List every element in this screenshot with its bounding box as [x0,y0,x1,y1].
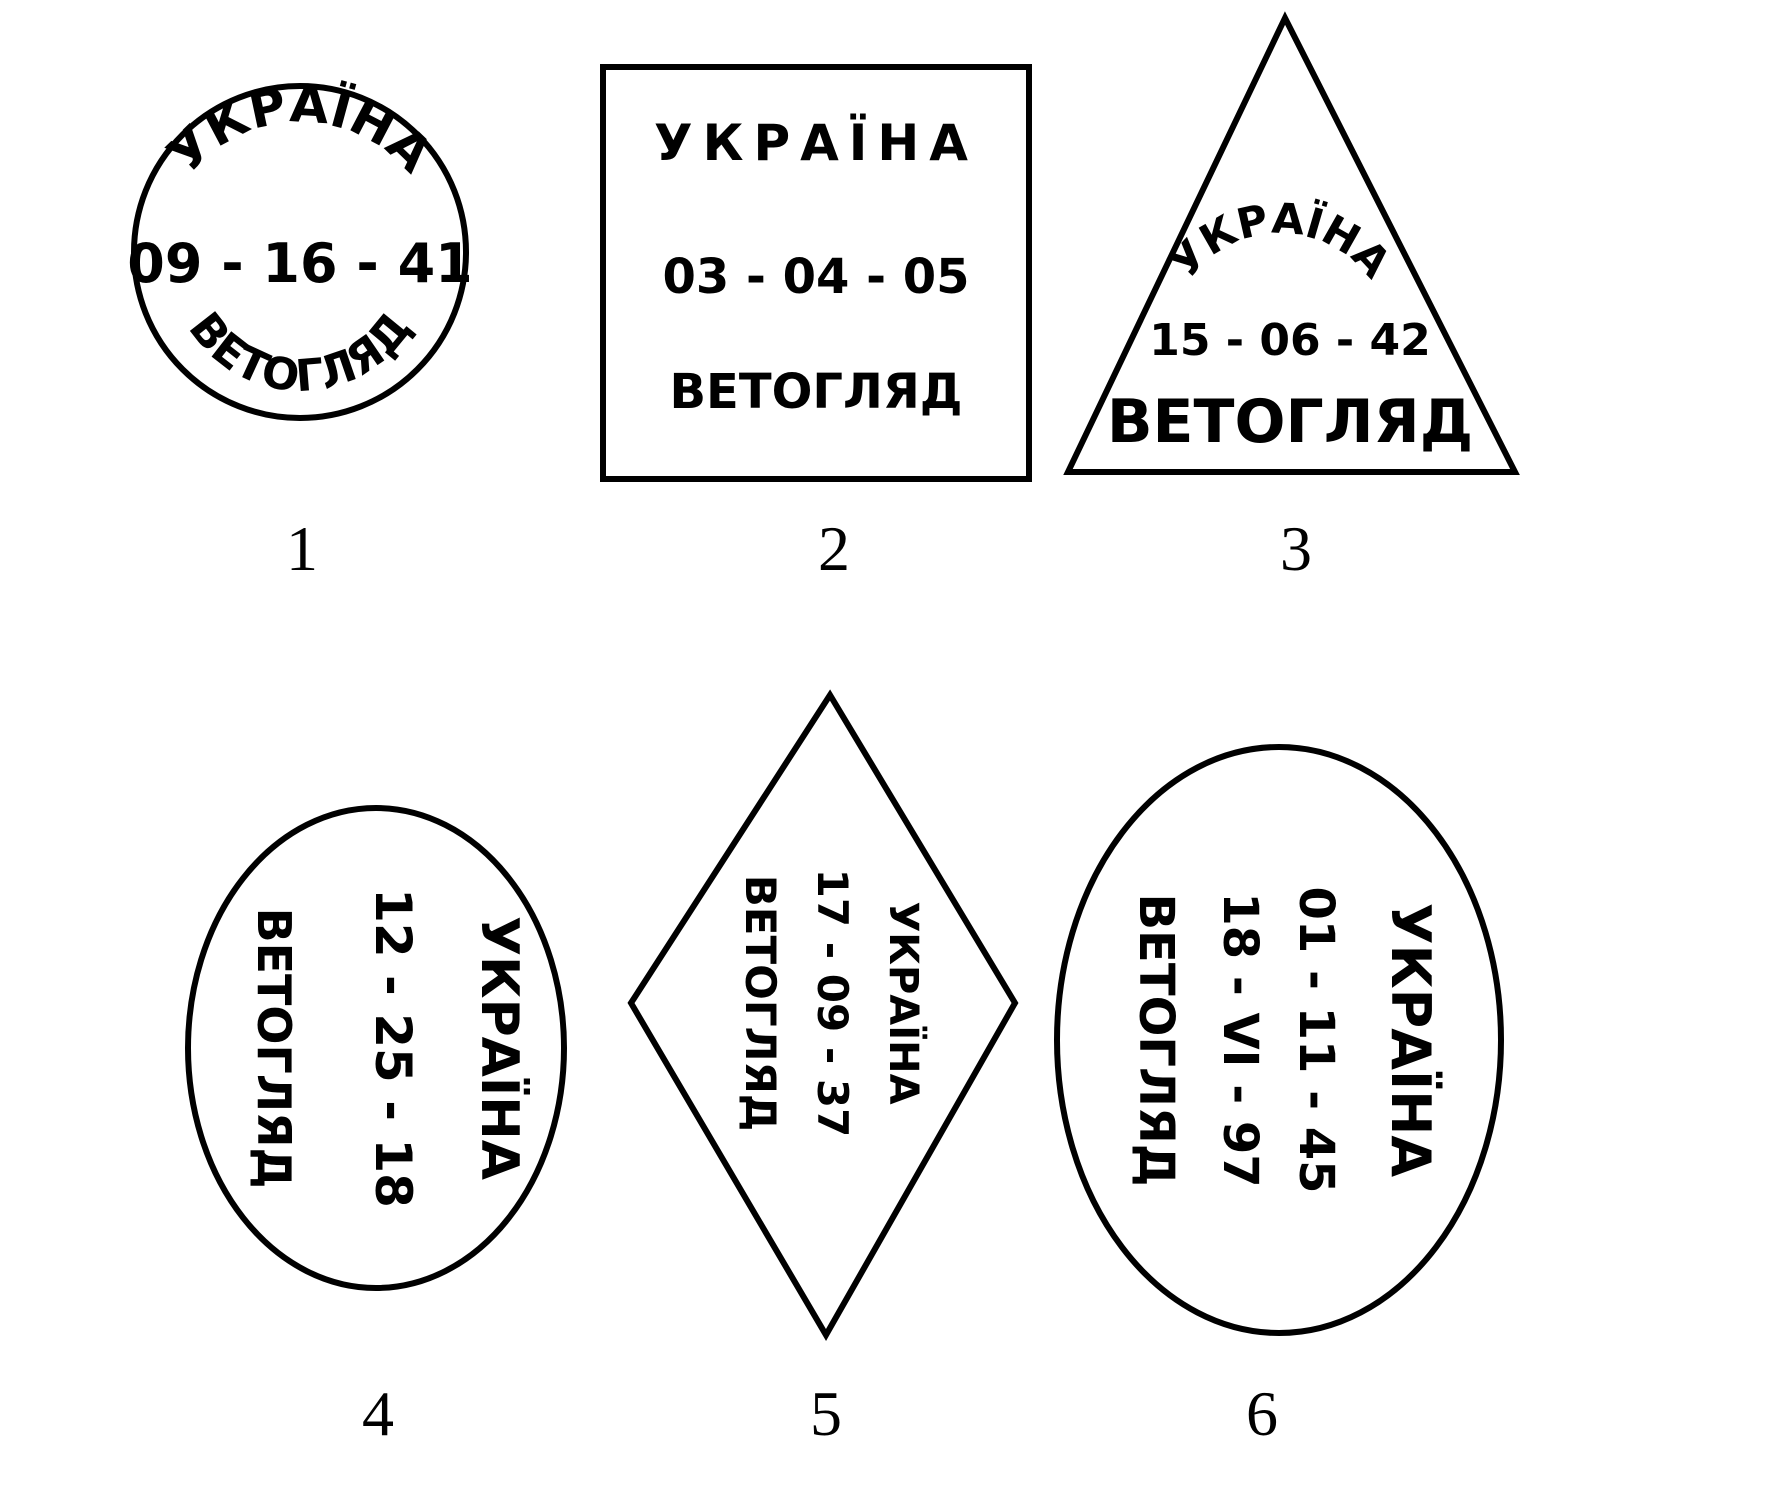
stamp-5-country: УКРАЇНА [880,901,928,1104]
stamp-6-border [1054,744,1504,1336]
stamp-1-label: ВЕТОГЛЯД [179,303,422,403]
stamp-5-code: 17 - 09 - 37 [808,869,857,1138]
stamp-3-code: 15 - 06 - 42 [1149,315,1431,366]
figure-6-number: 6 [1246,1378,1278,1449]
stamp-1: УКРАЇНА 09 - 16 - 41 ВЕТОГЛЯД [127,75,473,421]
figure-4-number: 4 [362,1378,394,1449]
stamp-1-country-text: УКРАЇНА [157,75,444,184]
stamp-4-label: ВЕТОГЛЯД [247,908,301,1189]
stamp-2: УКРАЇНА 03 - 04 - 05 ВЕТОГЛЯД [600,64,1032,482]
stamp-2-code: 03 - 04 - 05 [662,249,969,305]
stamp-6: УКРАЇНА 01 - 11 - 45 18 - VI - 97 ВЕТОГЛ… [1054,744,1504,1336]
stamp-3-label: ВЕТОГЛЯД [1107,387,1473,457]
stamp-4-code: 12 - 25 - 18 [364,888,422,1208]
figure-3-number: 3 [1280,513,1312,584]
figure-5-number: 5 [810,1378,842,1449]
stamp-1-border [131,83,469,421]
stamp-1-code: 09 - 16 - 41 [127,232,472,295]
stamp-3-border [1063,11,1520,475]
stamp-5-border [627,689,1019,1341]
figure-1-number: 1 [286,513,318,584]
stamp-6-code: 01 - 11 - 45 [1288,886,1344,1193]
stamp-5: УКРАЇНА 17 - 09 - 37 ВЕТОГЛЯД [627,689,1019,1341]
stamp-6-label: ВЕТОГЛЯД [1128,893,1184,1186]
stamp-4-border [185,805,567,1291]
stamp-2-country: УКРАЇНА [654,114,978,172]
stamp-3: УКРАЇНА 15 - 06 - 42 ВЕТОГЛЯД [1063,11,1520,475]
stamp-4: УКРАЇНА 12 - 25 - 18 ВЕТОГЛЯД [185,805,567,1291]
stamp-2-border [600,64,1032,482]
figure-2-number: 2 [818,513,850,584]
stamp-6-code2: 18 - VI - 97 [1212,892,1268,1187]
stamp-6-country: УКРАЇНА [1379,903,1442,1177]
stamp-5-label: ВЕТОГЛЯД [736,875,785,1131]
stamp-2-label: ВЕТОГЛЯД [669,364,962,420]
stamp-4-country: УКРАЇНА [469,916,530,1180]
